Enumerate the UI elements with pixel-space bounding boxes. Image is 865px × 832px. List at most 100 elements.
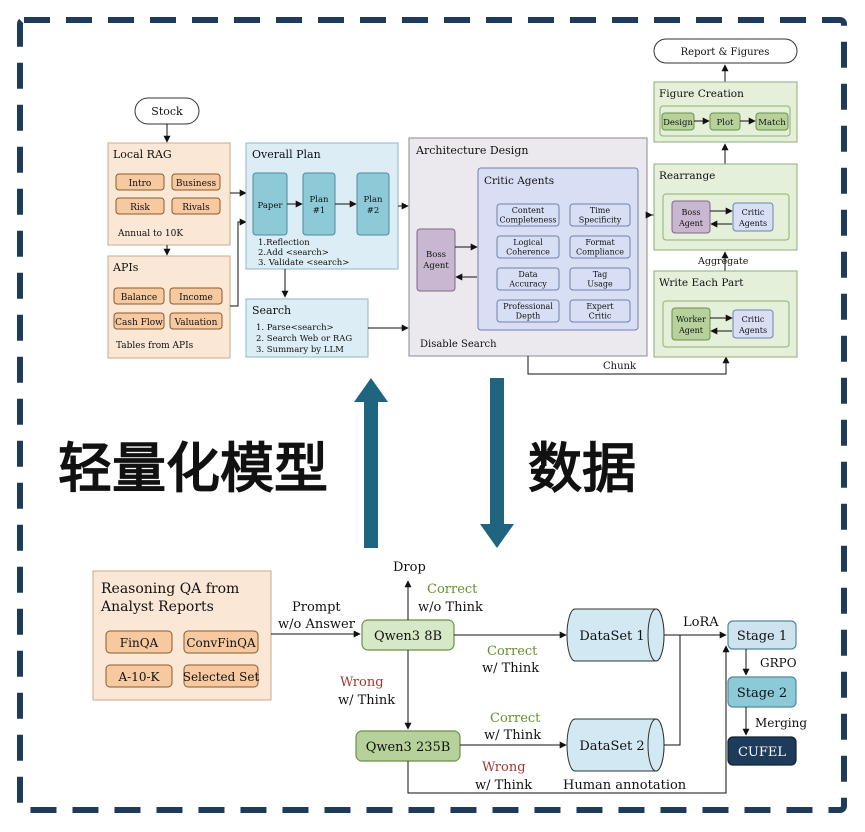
qwen8b-label: Qwen3 8B [374, 629, 442, 644]
critic-label: Compliance [576, 248, 624, 257]
plan-step-1: 1.Reflection [258, 238, 310, 248]
rearrange-boss-1: Boss [682, 208, 701, 217]
pill-rivals: Rivals [182, 203, 210, 213]
critic-box [496, 299, 560, 323]
wrong-2: w/ Think [338, 693, 395, 708]
correct-w1-1: Correct [487, 644, 538, 659]
figure-creation-box: Figure Creation Design Plot Match [653, 81, 798, 143]
plan2-line1: Plan [364, 195, 384, 205]
wrong-1: Wrong [340, 675, 384, 690]
critic-box [569, 203, 631, 227]
critic-grid: ContentCompletenessTimeSpecificityLogica… [496, 203, 631, 323]
dataset1-label: DataSet 1 [579, 629, 644, 644]
plan1-line1: Plan [310, 195, 330, 205]
worker-1: Worker [676, 315, 706, 324]
wrong2-1: Wrong [482, 760, 526, 775]
search-step-2: 2. Search Web or RAG [256, 334, 352, 344]
search-box: Search 1. Parse<search> 2. Search Web or… [245, 298, 369, 358]
dataset1-node: DataSet 1 [566, 608, 665, 662]
overall-plan-box: Overall Plan Paper Plan #1 Plan #2 1.Ref… [245, 142, 399, 270]
critic-agents-title: Critic Agents [484, 175, 554, 187]
critic-box [496, 235, 560, 259]
critic-box [569, 235, 631, 259]
stage2-node: Stage 2 [727, 676, 797, 708]
chunk-label: Chunk [603, 361, 637, 372]
critic-label: Time [590, 206, 610, 215]
architecture-title: Architecture Design [415, 144, 528, 157]
rearrange-critic-2: Agents [738, 219, 767, 228]
aggregate-label: Aggregate [697, 256, 749, 267]
pill-valuation: Valuation [174, 318, 218, 328]
qa-title-1: Reasoning QA from [101, 581, 239, 597]
critic-label: Professional [503, 302, 553, 311]
cufel-node: CUFEL [727, 736, 797, 766]
pill-business: Business [176, 179, 217, 189]
disable-search-label: Disable Search [420, 339, 497, 350]
cufel-label: CUFEL [738, 745, 786, 760]
paper-node: Paper [258, 201, 284, 211]
wrong2-2: w/ Think [475, 778, 532, 793]
critic-label: Depth [516, 312, 541, 321]
fig-design: Design [663, 118, 693, 128]
critic-label: Critic [589, 312, 612, 321]
human-annotation-label: Human annotation [563, 778, 687, 793]
pill-risk: Risk [130, 203, 150, 213]
plan1-line2: #1 [313, 206, 326, 216]
prompt-label-1: Prompt [292, 600, 341, 615]
qwen235-node: Qwen3 235B [355, 730, 461, 762]
critic-label: Specificity [579, 216, 622, 225]
apis-title: APIs [112, 261, 139, 274]
search-title: Search [252, 304, 291, 317]
dataset2-label: DataSet 2 [579, 739, 644, 754]
pill-balance: Balance [121, 293, 157, 303]
worker-2: Agent [678, 326, 704, 335]
correct-w1-2: w/ Think [482, 661, 539, 676]
local-rag-note: Annual to 10K [117, 229, 183, 239]
fig-plot: Plot [717, 118, 735, 128]
lora-label: LoRA [683, 615, 719, 630]
dashed-border [17, 17, 847, 813]
critic-label: Format [585, 238, 615, 247]
critic-box [569, 267, 631, 291]
critic-box [496, 267, 560, 291]
write-box: Write Each Part Worker Agent Critic Agen… [653, 270, 798, 358]
critic-label: Expert [586, 302, 614, 311]
write-title: Write Each Part [659, 277, 744, 289]
local-rag-title: Local RAG [113, 148, 172, 161]
stage2-label: Stage 2 [737, 686, 787, 701]
write-critic-1: Critic [742, 315, 765, 324]
critic-label: Content [512, 206, 545, 215]
plan-step-3: 3. Validate <search> [258, 258, 349, 268]
lightweight-model-label: 轻量化模型 [58, 437, 328, 500]
architecture-box: Architecture Design Boss Agent Critic Ag… [408, 137, 648, 357]
stock-label: Stock [151, 105, 183, 118]
qwen8b-node: Qwen3 8B [361, 619, 455, 651]
stage1-label: Stage 1 [737, 629, 787, 644]
critic-label: Completeness [500, 216, 557, 225]
qa-title-2: Analyst Reports [100, 599, 214, 615]
figure-creation-title: Figure Creation [659, 88, 744, 100]
pill-intro: Intro [129, 179, 152, 189]
data-label: 数据 [528, 437, 636, 500]
grpo-label: GRPO [760, 656, 797, 670]
drop-label: Drop [393, 560, 426, 575]
apis-note: Tables from APIs [116, 341, 194, 351]
rearrange-critic-1: Critic [742, 208, 765, 217]
pill-selected-set: Selected Set [183, 670, 260, 684]
critic-box [569, 299, 631, 323]
write-critic-2: Agents [738, 326, 767, 335]
critic-label: Coherence [506, 248, 550, 257]
qwen235-label: Qwen3 235B [366, 740, 451, 755]
prompt-label-2: w/o Answer [278, 617, 356, 632]
search-step-3: 3. Summary by LLM [256, 345, 344, 355]
local-rag-box: Local RAG Intro Business Risk Rivals Ann… [107, 142, 231, 246]
down-arrow [480, 378, 514, 548]
dataset2-node: DataSet 2 [566, 718, 665, 772]
plan-step-2: 2.Add <search> [258, 248, 329, 258]
merging-label: Merging [755, 716, 807, 730]
correct-wo-2: w/o Think [418, 600, 483, 615]
plan2-line2: #2 [367, 206, 380, 216]
critic-label: Accuracy [508, 280, 547, 289]
boss-line1: Boss [426, 250, 446, 260]
